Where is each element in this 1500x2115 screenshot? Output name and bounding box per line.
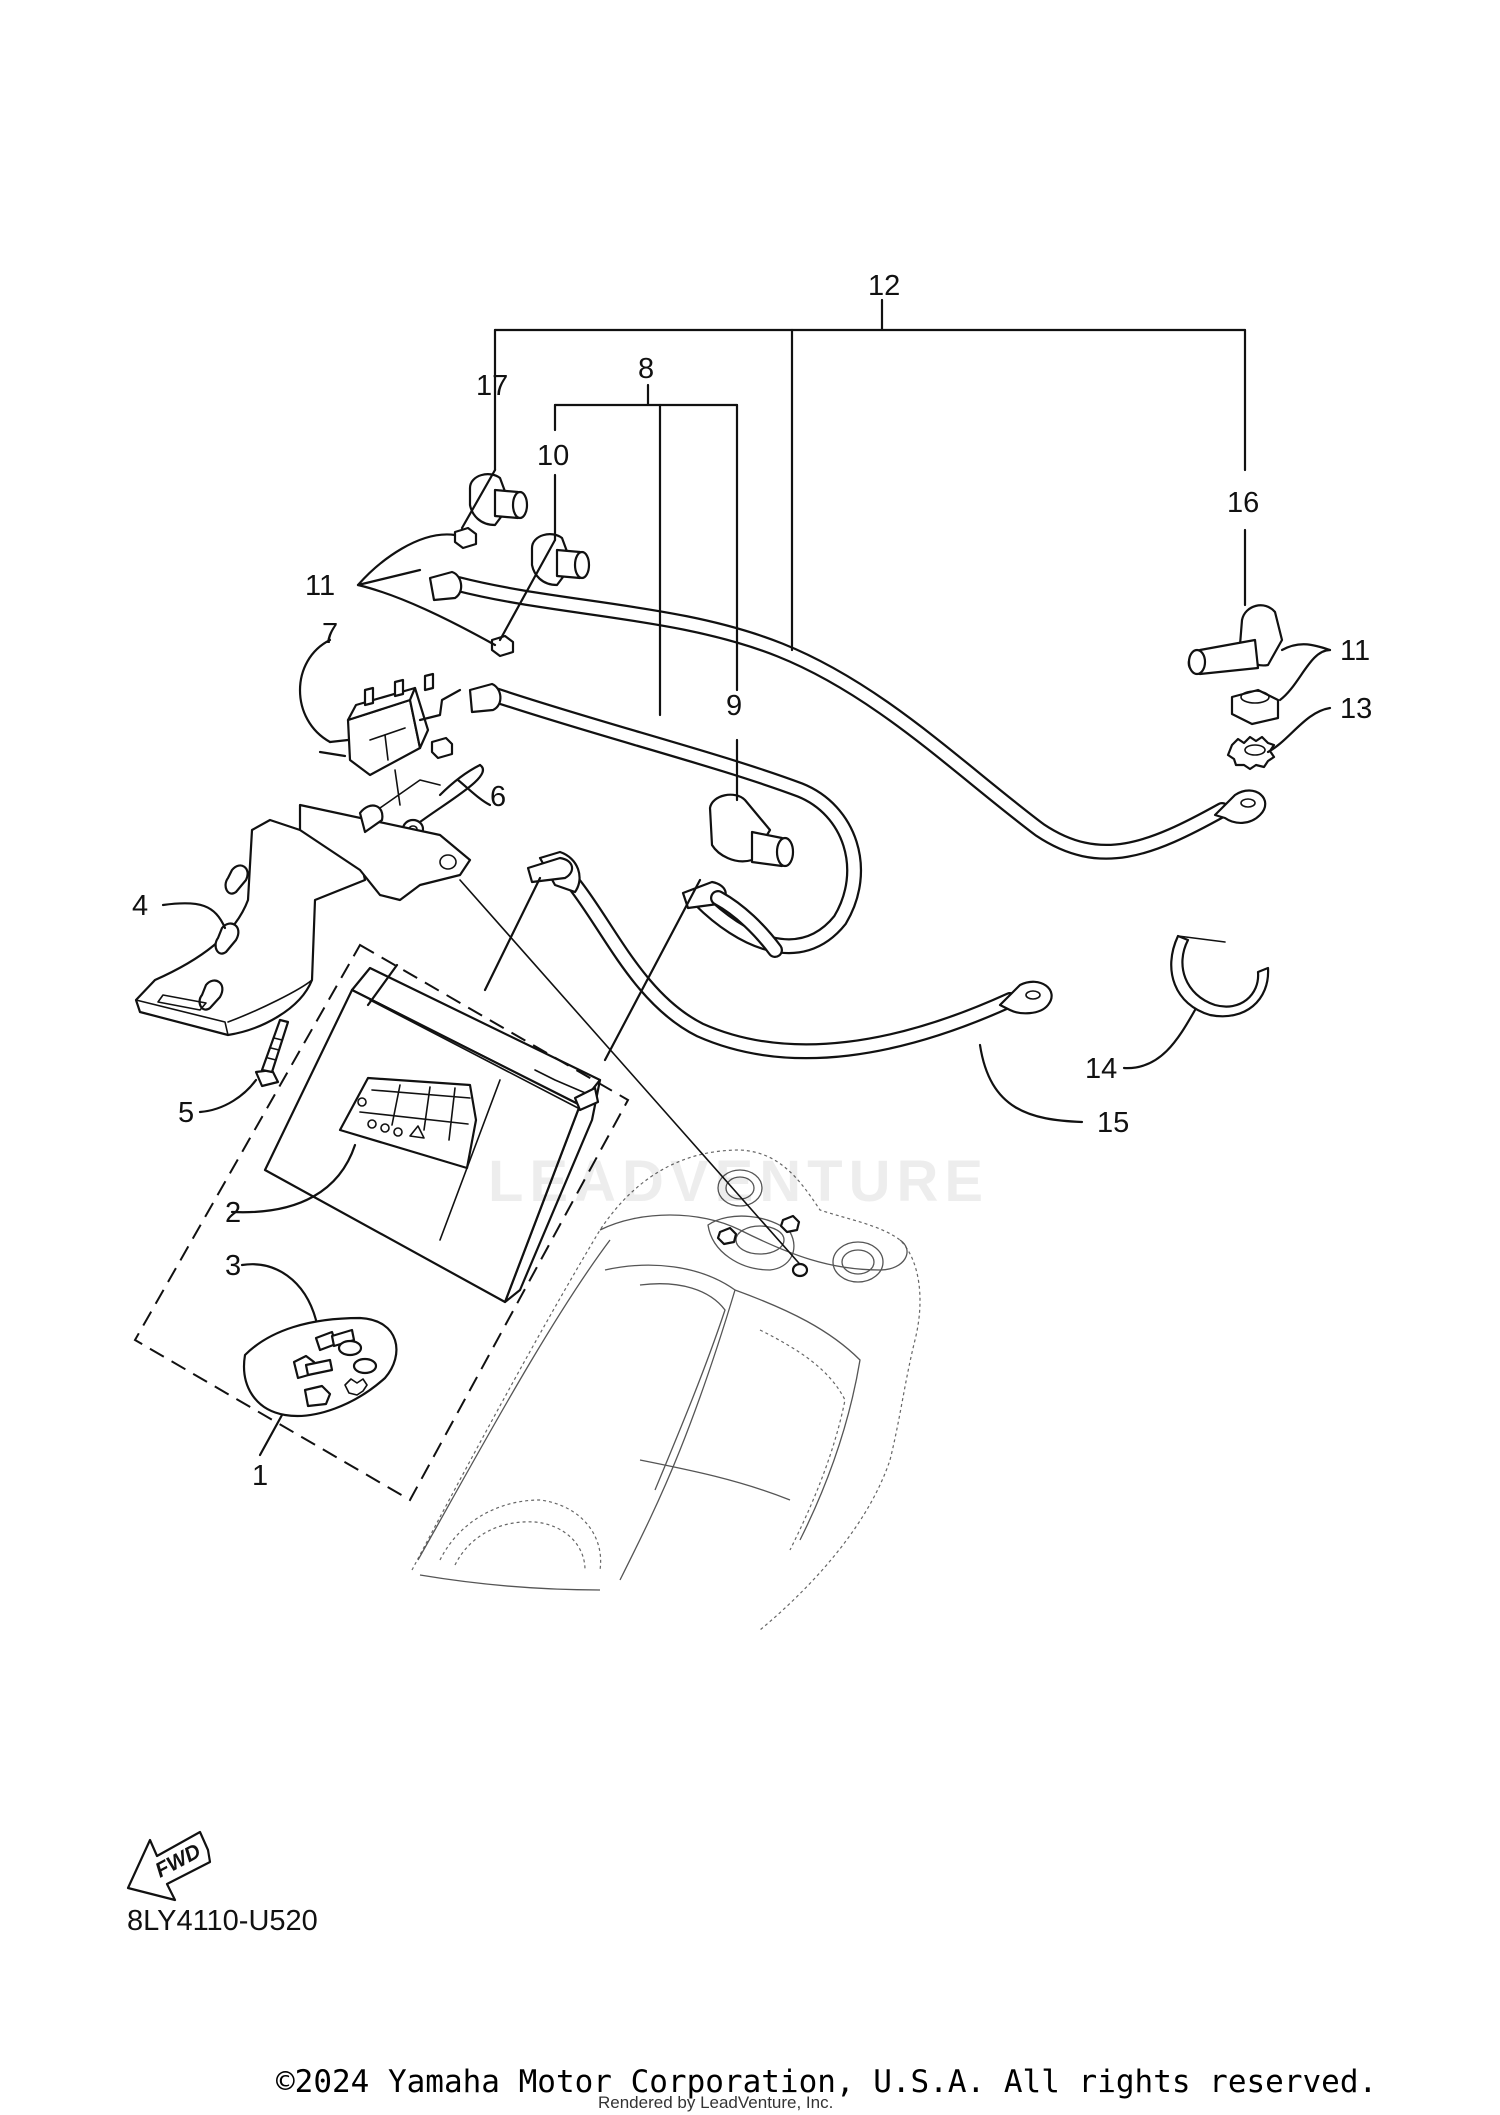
callout-8: 8: [638, 353, 654, 385]
callout-4: 4: [132, 890, 148, 922]
callout-3: 3: [225, 1250, 241, 1282]
callout-labels: 12 8 17 10 16 11 11 13 9 7 6 4 5 2 3 1 1…: [132, 270, 1372, 1492]
callout-16: 16: [1227, 487, 1259, 519]
rendered-by-notice: Rendered by LeadVenture, Inc.: [598, 2093, 834, 2112]
callout-6: 6: [490, 781, 506, 813]
battery-bracket-4: [134, 769, 472, 1037]
forward-arrow-badge: FWD: [126, 1830, 212, 1902]
callout-13: 13: [1340, 693, 1372, 725]
nuts-11-left: [453, 526, 515, 658]
terminal-lugs: [526, 856, 783, 958]
bolt-5: [254, 1018, 290, 1088]
battery-cable-8: [468, 682, 862, 955]
terminal-boot-10: [530, 533, 591, 587]
callout-7: 7: [322, 618, 338, 650]
diagram-code: 8LY4110-U520: [127, 1905, 318, 1937]
callout-10: 10: [537, 440, 569, 472]
terminal-boot-17: [468, 473, 529, 527]
lock-washer-13: [1226, 735, 1276, 771]
callout-2: 2: [225, 1197, 241, 1229]
terminal-boot-16: [1187, 604, 1284, 676]
battery-hardware-kit-3: [242, 1316, 398, 1417]
callout-9: 9: [726, 690, 742, 722]
battery-kit-1-boundary: [133, 943, 630, 1502]
callout-11-right: 11: [1340, 635, 1370, 667]
battery-cable-15: [538, 850, 1053, 1060]
watermark: LEADVENTURE: [488, 1149, 990, 1214]
nut-11-right: [1230, 688, 1280, 726]
callout-12: 12: [868, 270, 900, 302]
callout-5: 5: [178, 1097, 194, 1129]
callout-15: 15: [1097, 1107, 1129, 1139]
battery-2: [263, 966, 602, 1304]
battery-band-14: [1170, 934, 1270, 1018]
terminal-boot-9: [708, 793, 795, 868]
battery-cable-12: [428, 570, 1267, 860]
callout-1: 1: [252, 1460, 268, 1492]
leader-lines: [161, 298, 1332, 1457]
callout-11-left: 11: [305, 570, 335, 602]
callout-14: 14: [1085, 1053, 1117, 1085]
copyright-notice: ©2024 Yamaha Motor Corporation, U.S.A. A…: [276, 2064, 1378, 2100]
starter-relay-7: [318, 672, 462, 777]
callout-17: 17: [476, 370, 508, 402]
